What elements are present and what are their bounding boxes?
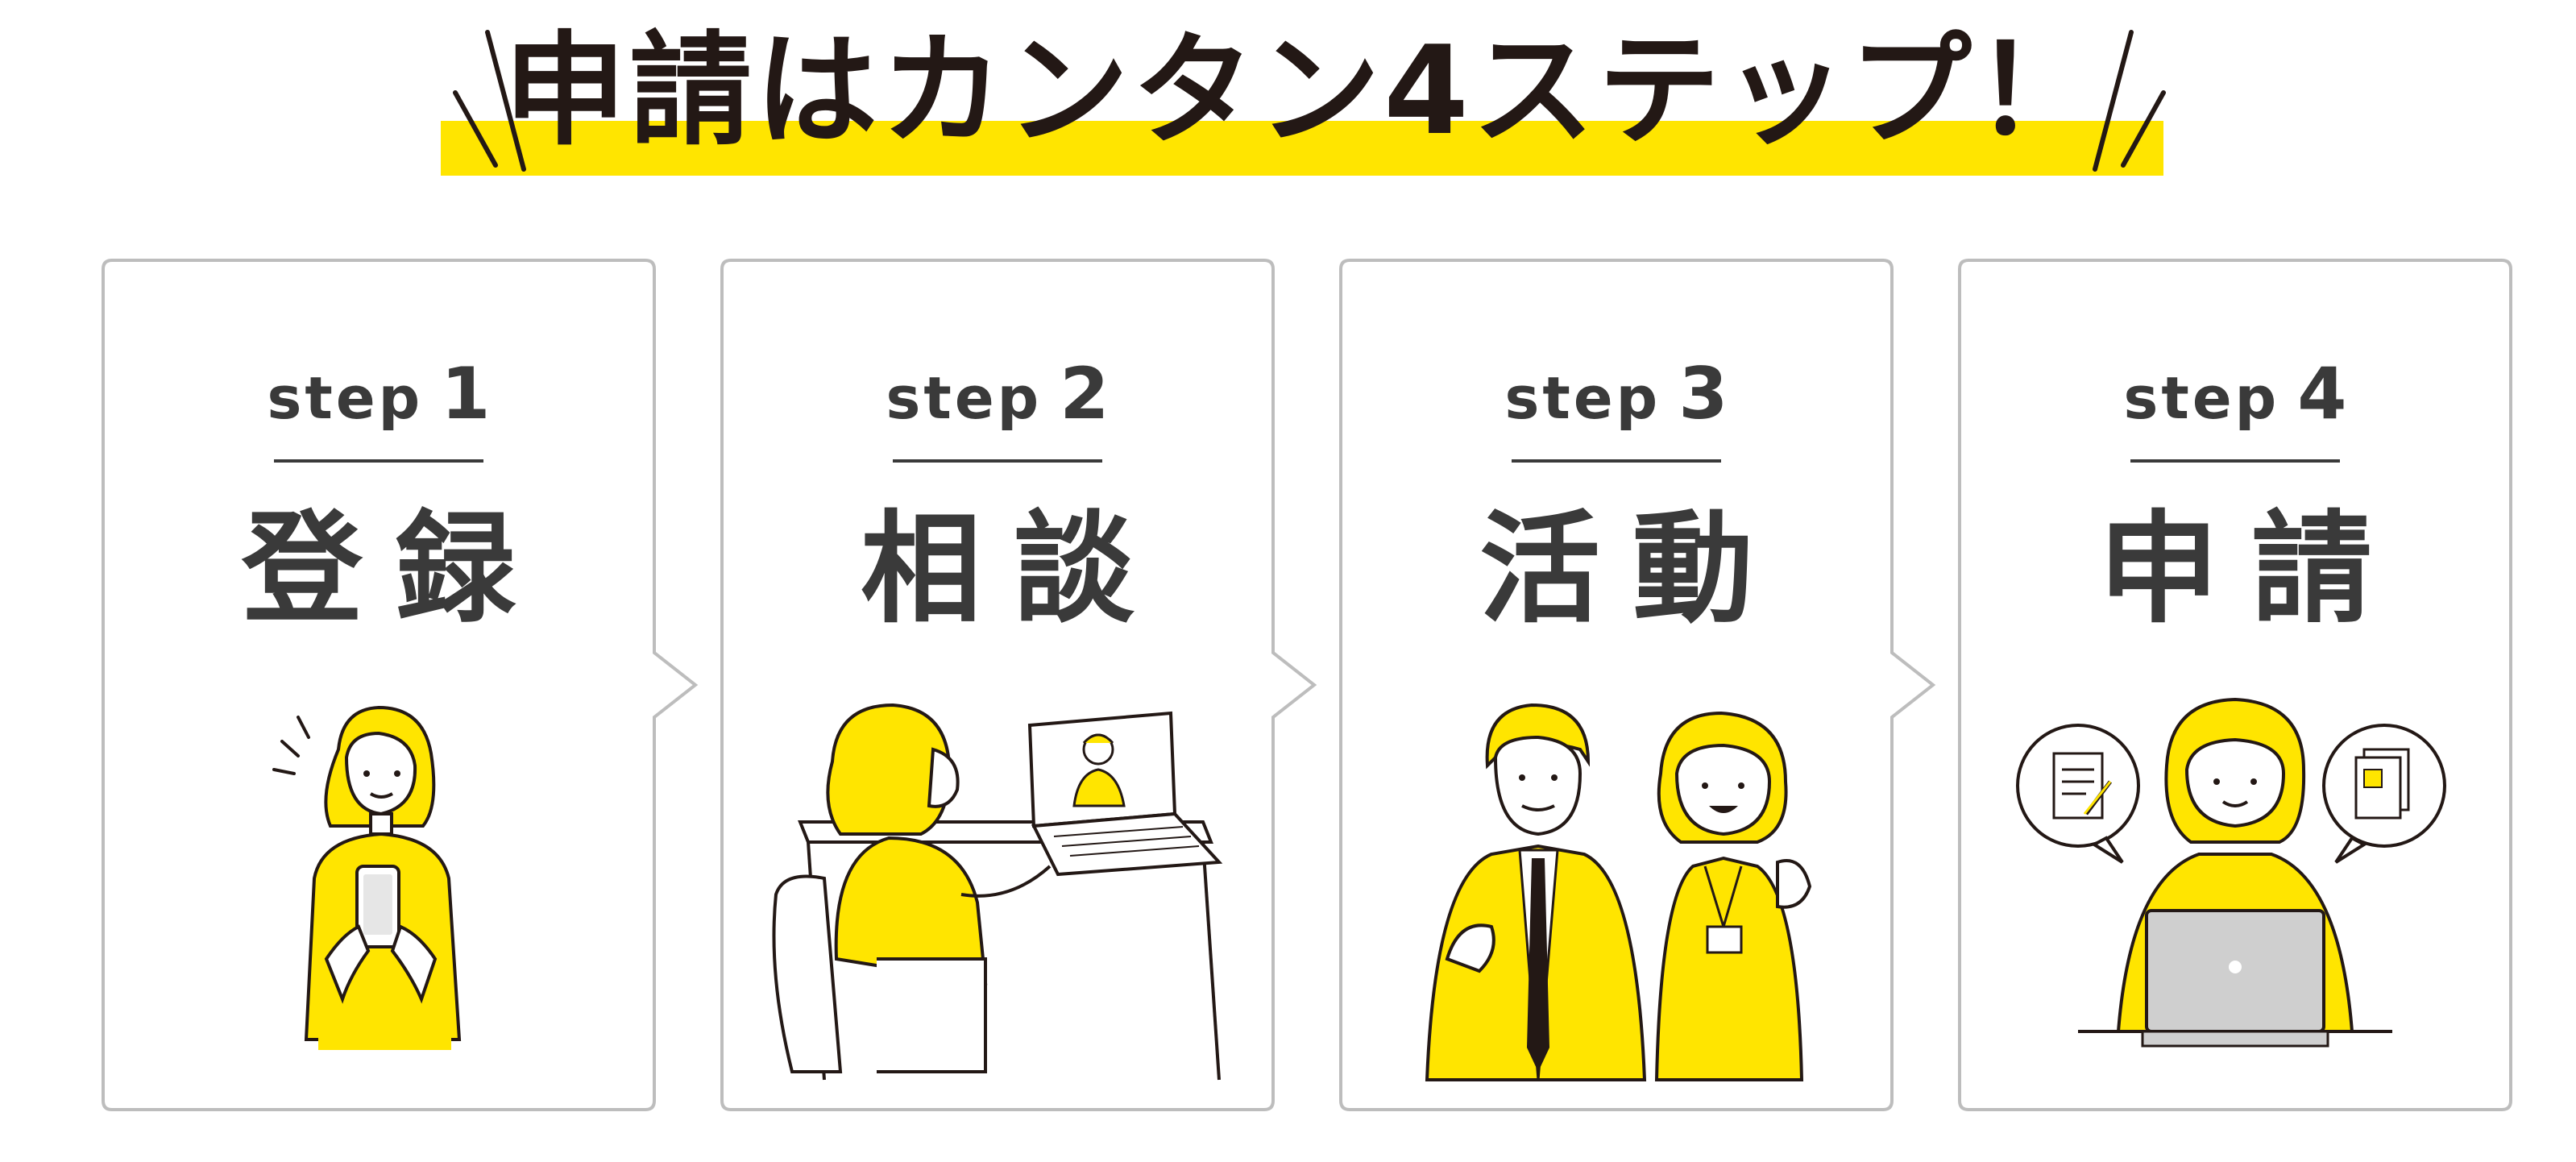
step-word: step (2123, 364, 2280, 432)
step-word: step (886, 364, 1043, 432)
step-number: 4 (2297, 352, 2347, 435)
step-underline (2130, 459, 2340, 463)
woman-video-call-laptop-illustration (772, 703, 1223, 1081)
step-word: step (1504, 364, 1661, 432)
step-title: 登録 (241, 500, 548, 640)
step-title: 相談 (860, 500, 1167, 640)
right-spark-lines-icon (2093, 30, 2166, 172)
woman-with-smartphone-illustration (272, 705, 462, 1050)
step-underline (274, 459, 483, 463)
step-number: 1 (441, 352, 491, 435)
step-title: 申請 (2097, 500, 2404, 640)
headline-highlight-band (441, 121, 2163, 176)
headline: 申請はカンタン4ステップ！ (0, 0, 2576, 185)
card-frame-with-arrow (102, 259, 699, 1111)
headline-title: 申請はカンタン4ステップ！ (504, 19, 2101, 162)
man-and-woman-cheering-illustration (1425, 703, 1812, 1081)
step-title: 活動 (1479, 500, 1786, 640)
card-frame (1958, 259, 2512, 1111)
step-underline (893, 459, 1102, 463)
step-underline (1512, 459, 1721, 463)
step-number: 3 (1678, 352, 1728, 435)
left-spark-lines-icon (453, 30, 526, 172)
step-number: 2 (1060, 352, 1110, 435)
woman-laptop-documents-illustration (2016, 697, 2446, 1048)
step-word: step (267, 364, 424, 432)
